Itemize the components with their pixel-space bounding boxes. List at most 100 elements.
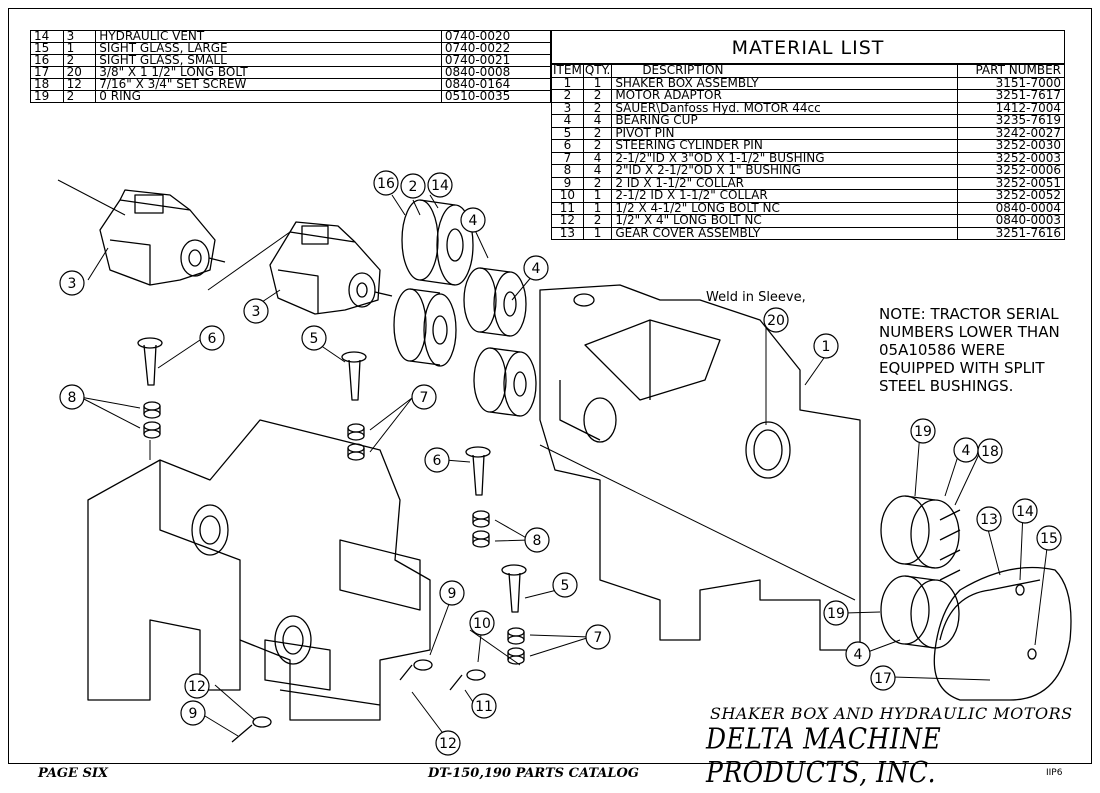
callout-circle xyxy=(184,673,210,699)
callout-19: 19 xyxy=(910,418,936,444)
callout-label: 1 xyxy=(822,339,831,355)
callout-circle xyxy=(1012,498,1038,524)
callout-18: 18 xyxy=(977,438,1003,464)
callout-label: 7 xyxy=(420,390,429,406)
callout-circle xyxy=(439,580,465,606)
callout-circle xyxy=(552,572,578,598)
callout-19: 19 xyxy=(823,600,849,626)
drawing-title: SHAKER BOX AND HYDRAULIC MOTORS xyxy=(710,704,1073,723)
callout-circle xyxy=(59,384,85,410)
callout-circle xyxy=(523,255,549,281)
callout-7: 7 xyxy=(585,624,611,650)
upper-cell-item: 15 xyxy=(30,42,64,55)
callout-circle xyxy=(301,325,327,351)
lower-frame xyxy=(87,419,431,721)
callout-6: 6 xyxy=(199,325,225,351)
callout-circle xyxy=(180,700,206,726)
bearing-cups xyxy=(463,267,537,417)
callout-circle xyxy=(845,641,871,667)
callout-label: 15 xyxy=(1040,531,1058,547)
callout-circle xyxy=(977,438,1003,464)
callout-label: 19 xyxy=(914,424,932,440)
callout-3: 3 xyxy=(59,270,85,296)
material-list-title: MATERIAL LIST xyxy=(551,30,1065,64)
material-cell-qty: 1 xyxy=(582,226,613,240)
gear-cover-assembly xyxy=(880,495,1072,701)
callout-label: 5 xyxy=(310,331,319,347)
pins-and-bushings xyxy=(137,337,527,743)
shaker-box-frame xyxy=(539,284,861,651)
callout-label: 3 xyxy=(252,304,261,320)
callout-label: 14 xyxy=(431,178,449,194)
callout-2: 2 xyxy=(400,173,426,199)
callout-14: 14 xyxy=(1012,498,1038,524)
callout-12: 12 xyxy=(184,673,210,699)
catalog-label: DT-150,190 PARTS CATALOG xyxy=(428,766,639,781)
callout-label: 13 xyxy=(980,512,998,528)
callout-label: 9 xyxy=(189,706,198,722)
serial-number-note: NOTE: TRACTOR SERIAL NUMBERS LOWER THAN … xyxy=(879,305,1079,395)
upper-cell-part: 0510-0035 xyxy=(440,90,552,103)
callout-label: 10 xyxy=(473,616,491,632)
callout-16: 16 xyxy=(373,170,399,196)
callout-circle xyxy=(813,333,839,359)
callout-1: 1 xyxy=(813,333,839,359)
callout-circle xyxy=(870,665,896,691)
material-cell-item: 3 xyxy=(551,101,584,115)
note-line: STEEL BUSHINGS. xyxy=(879,377,1014,395)
callout-11: 11 xyxy=(471,693,497,719)
callout-circle xyxy=(400,173,426,199)
company-name: DELTA MACHINE PRODUCTS, INC. xyxy=(706,722,942,789)
callout-circle xyxy=(469,610,495,636)
material-cell-desc: GEAR COVER ASSEMBLY xyxy=(611,226,958,240)
callout-label: 4 xyxy=(469,213,478,229)
callout-3: 3 xyxy=(243,298,269,324)
callout-label: 17 xyxy=(874,671,892,687)
upper-cell-qty: 12 xyxy=(62,78,97,91)
callout-8: 8 xyxy=(524,527,550,553)
callout-4: 4 xyxy=(460,207,486,233)
callout-circle xyxy=(823,600,849,626)
callout-label: 20 xyxy=(767,313,785,329)
material-cell-item: 6 xyxy=(551,139,584,153)
callout-label: 6 xyxy=(208,331,217,347)
hydraulic-motor-right xyxy=(269,221,393,315)
callout-10: 10 xyxy=(469,610,495,636)
callout-circle xyxy=(373,170,399,196)
weld-note: Weld in Sleeve, xyxy=(706,290,806,305)
callout-label: 14 xyxy=(1016,504,1034,520)
callout-label: 3 xyxy=(68,276,77,292)
callout-13: 13 xyxy=(976,506,1002,532)
callout-5: 5 xyxy=(552,572,578,598)
callout-circle xyxy=(435,730,461,756)
callout-circle xyxy=(59,270,85,296)
callout-circle xyxy=(1036,525,1062,551)
callout-4: 4 xyxy=(523,255,549,281)
callout-circle xyxy=(976,506,1002,532)
callout-label: 7 xyxy=(594,630,603,646)
material-cell-item: 13 xyxy=(551,226,584,240)
material-cell-part: 3251-7616 xyxy=(957,226,1065,240)
callout-4: 4 xyxy=(953,437,979,463)
callout-5: 5 xyxy=(301,325,327,351)
leader-lines xyxy=(57,179,1049,741)
callout-circle xyxy=(424,447,450,473)
callout-label: 12 xyxy=(439,736,457,752)
callout-circle xyxy=(910,418,936,444)
motor-adaptors xyxy=(393,199,474,367)
note-line: 05A10586 WERE xyxy=(879,341,1006,359)
callout-17: 17 xyxy=(870,665,896,691)
callout-circle xyxy=(763,307,789,333)
callout-label: 12 xyxy=(188,679,206,695)
